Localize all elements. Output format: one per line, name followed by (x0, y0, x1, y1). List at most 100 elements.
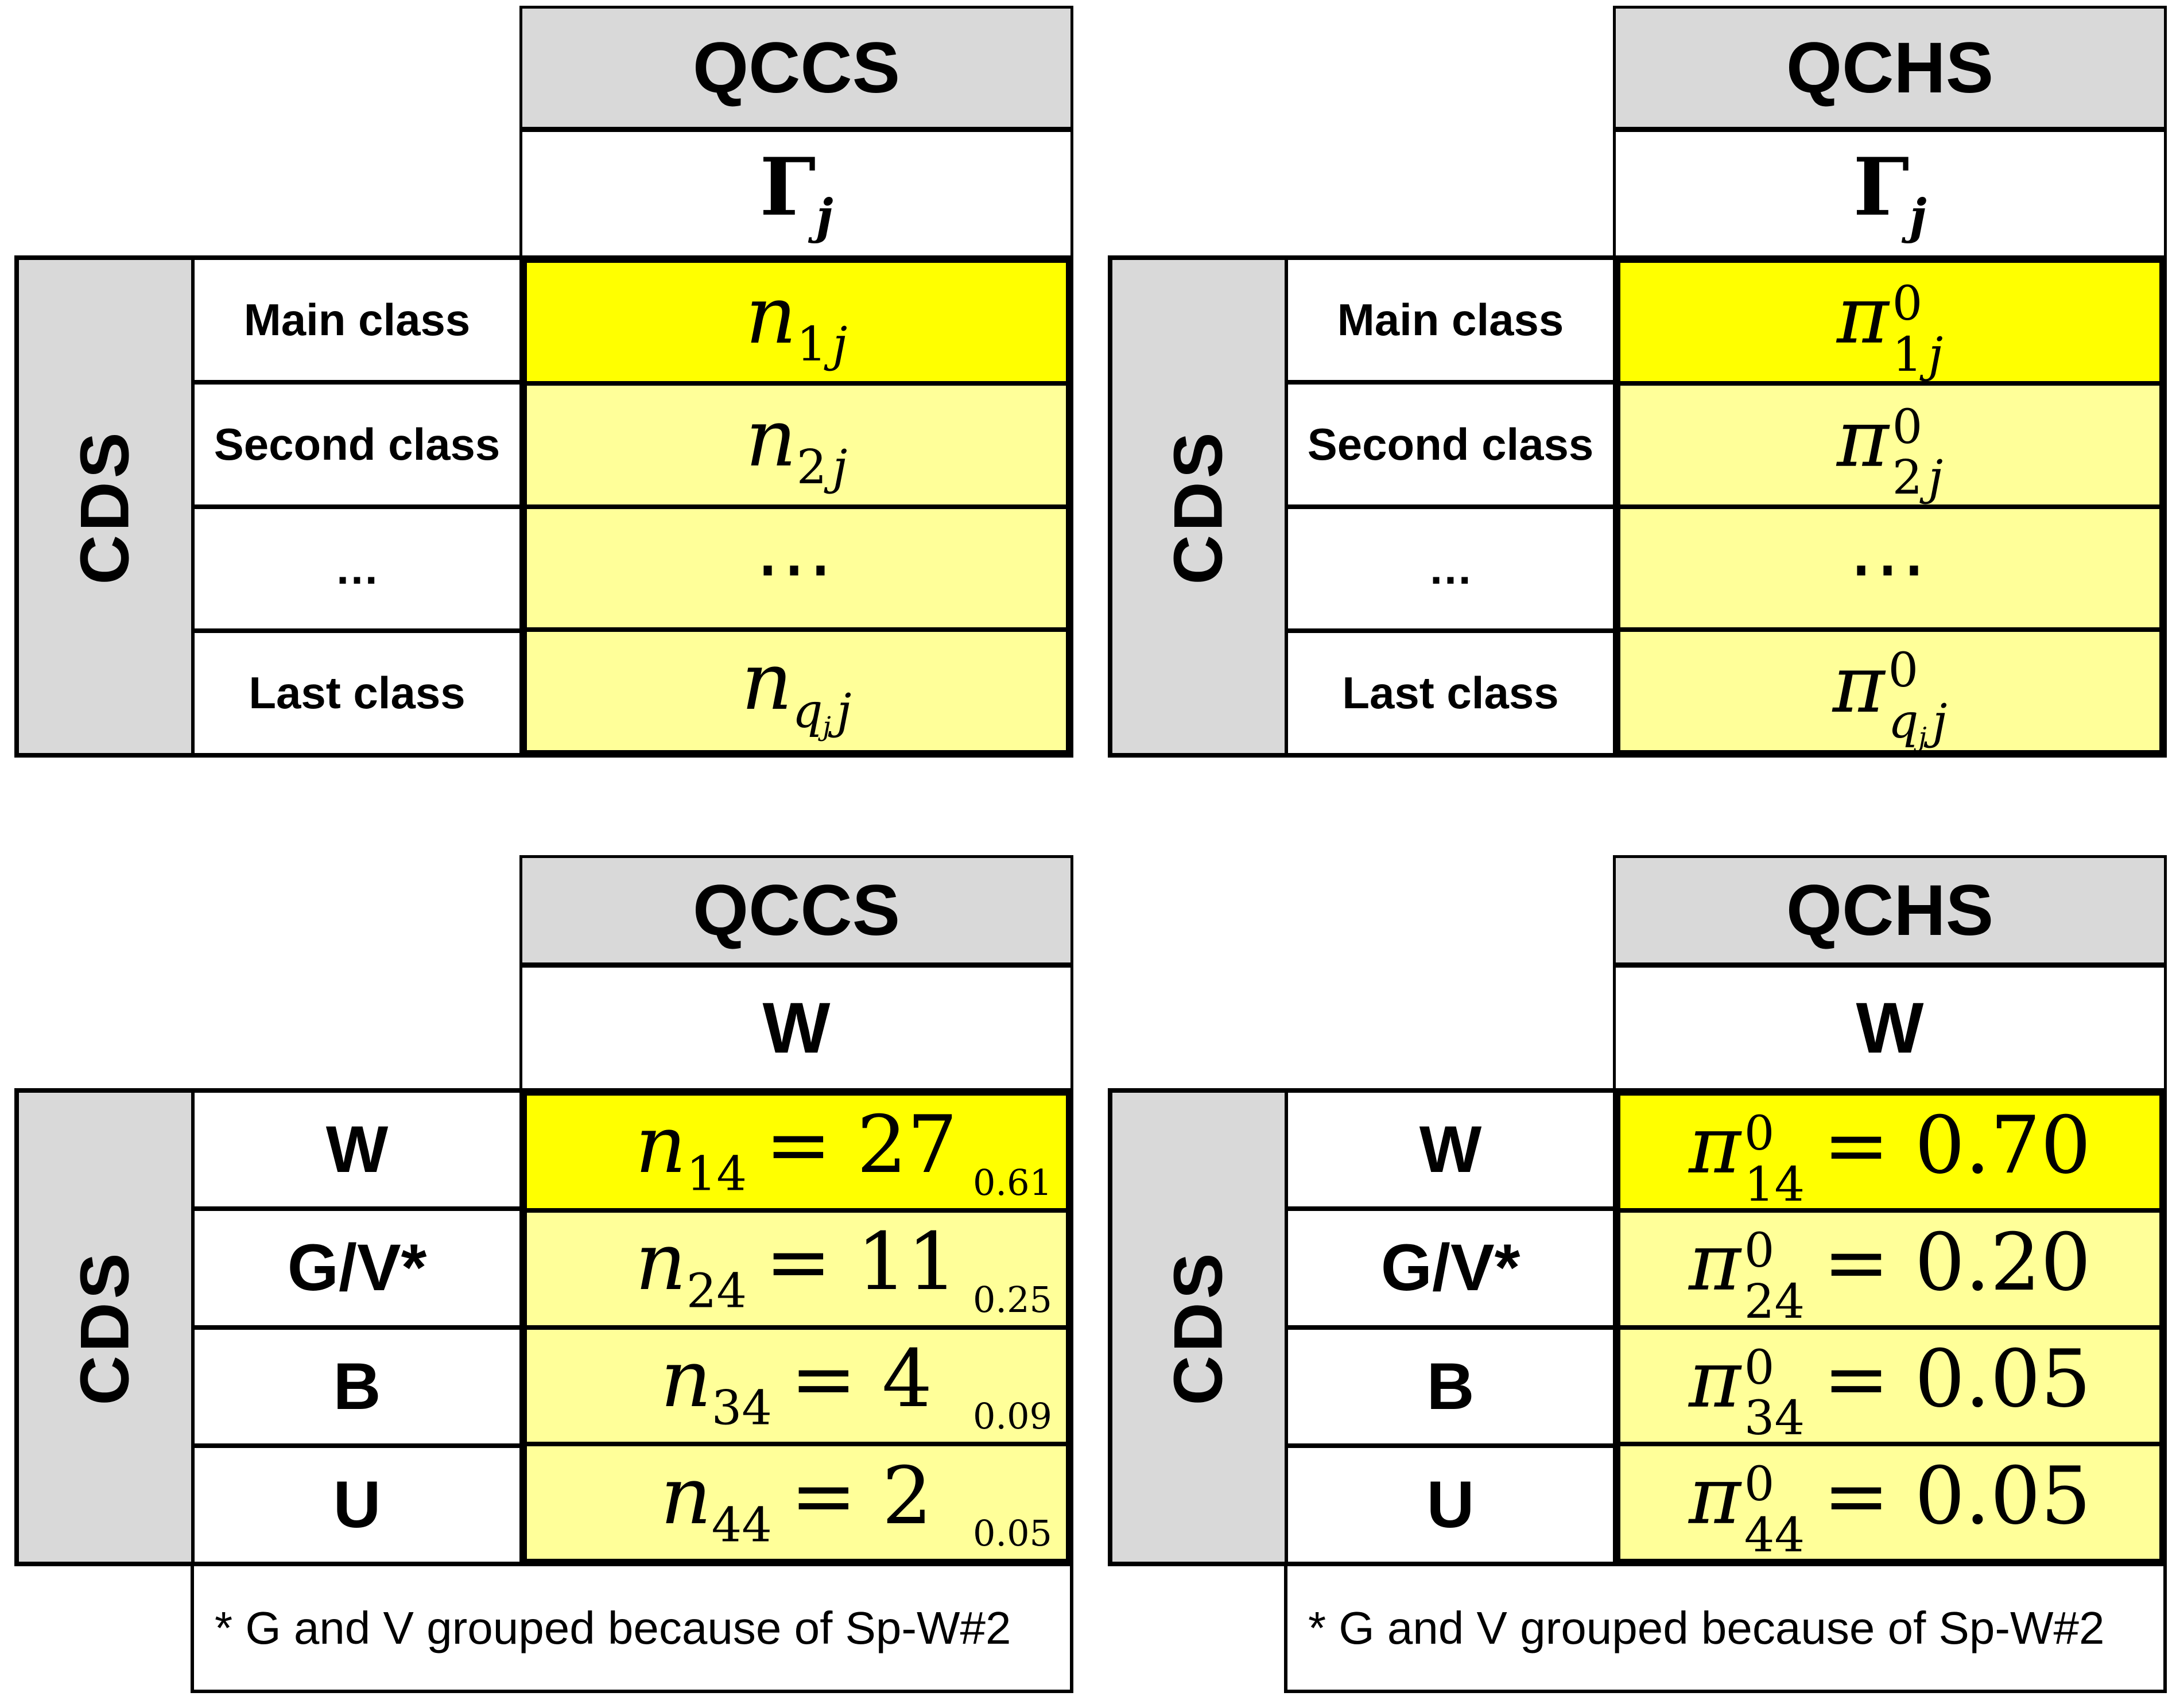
data-column: n14= 27 0.61 n24= 11 0.25 n34= 4 0.09 n4… (519, 1088, 1073, 1566)
row-label: U (333, 1468, 381, 1542)
data-cell: ⋯ (527, 508, 1066, 632)
math-sub-var: j (1928, 327, 1944, 383)
math-base: n (635, 1098, 686, 1191)
row-header-block: CDS Main class Second class … Last class (1108, 255, 1613, 758)
math-sub-num: 1 (796, 316, 827, 372)
math-base: π (1689, 1216, 1741, 1309)
math-sup: 0 (1892, 398, 1923, 455)
row-label-column: W G/V* B U (195, 1093, 519, 1562)
math-sup: 0 (1744, 1222, 1775, 1279)
math-equals-value: = 4 (790, 1332, 933, 1425)
column-header: Γj (1613, 132, 2167, 255)
proportion-note: 0.09 (972, 1395, 1052, 1438)
row-group-label: CDS (66, 1249, 143, 1406)
math-base: π (1689, 1098, 1741, 1191)
row-label: U (1426, 1468, 1475, 1542)
math-sub-q: q (1888, 693, 1919, 749)
math-sub-num: 34 (1744, 1390, 1805, 1446)
math-base: n (741, 635, 793, 728)
math-sup: 0 (1892, 275, 1923, 332)
proportion-note: 0.61 (972, 1161, 1052, 1204)
row-label: … (1288, 509, 1613, 634)
row-group-cell: CDS (1112, 1093, 1288, 1562)
math-sub-num: 1 (1892, 327, 1923, 383)
math-base: n (660, 1332, 712, 1425)
proportion-note: 0.05 (972, 1512, 1052, 1554)
row-label: W (195, 1093, 519, 1212)
column-group-header: QCHS (1613, 855, 2167, 968)
ellipsis: ⋯ (754, 521, 839, 614)
math-base: π (1689, 1333, 1741, 1426)
math-equals-value: = 0.70 (1823, 1098, 2091, 1191)
math-sub-num: 14 (1744, 1156, 1805, 1213)
math-base: n (660, 1449, 712, 1542)
math-expression: n24= 11 (635, 1222, 957, 1315)
math-equals-value: = 0.05 (1823, 1333, 2091, 1426)
math-sup: 0 (1744, 1456, 1775, 1512)
math-sub-num: 24 (1744, 1273, 1805, 1329)
math-equals-value: = 11 (765, 1216, 958, 1308)
math-expression: n44= 2 (661, 1456, 933, 1549)
math-base: Γ (1853, 139, 1910, 234)
math-base: Γ (759, 139, 816, 234)
proportion-note: 0.25 (972, 1278, 1052, 1321)
math-sub-var: j (1928, 449, 1944, 506)
row-label: Last class (249, 667, 466, 719)
math-sup: 0 (1888, 642, 1919, 698)
data-cell: n14= 27 0.61 (527, 1096, 1066, 1213)
math-subscript: j (1909, 188, 1927, 244)
column-header-label: W (1856, 988, 1924, 1068)
math-base: n (635, 1216, 686, 1308)
row-group-label: CDS (1159, 428, 1237, 585)
column-header: W (519, 968, 1073, 1088)
row-label: Main class (1288, 260, 1613, 385)
row-header-block: CDS W G/V* B U (1108, 1088, 1613, 1566)
math-subscript: j (816, 188, 833, 244)
math-sub-q: q (792, 682, 823, 739)
row-label: Second class (195, 385, 519, 509)
column-group-header: QCHS (1613, 6, 2167, 132)
math-sup: 0 (1744, 1105, 1775, 1162)
row-label: Second class (1288, 385, 1613, 509)
data-cell: n34 = 4 0.09 (527, 1329, 1066, 1447)
math-equals-value: = 0.20 (1823, 1216, 2091, 1309)
column-group-header: QCCS (519, 6, 1073, 132)
math-sub-num: 2 (1892, 449, 1923, 506)
math-equals-value: = 0.05 (1823, 1450, 2091, 1543)
math-sub-var: j (836, 682, 852, 739)
footnote: * G and V grouped because of Sp-W#2 (191, 1566, 1073, 1693)
ellipsis: ⋯ (1848, 521, 1932, 614)
row-label: Last class (1342, 667, 1559, 719)
math-base: π (1836, 269, 1889, 362)
math-subscript: 34 (711, 1380, 772, 1436)
column-header-label: W (762, 988, 831, 1068)
row-group-cell: CDS (19, 260, 195, 753)
math-sup: 0 (1744, 1339, 1775, 1395)
math-base: n (745, 391, 797, 484)
data-cell: n44= 2 0.05 (527, 1446, 1066, 1559)
math-equals-value: = 2 (790, 1449, 933, 1542)
row-label: … (195, 509, 519, 634)
